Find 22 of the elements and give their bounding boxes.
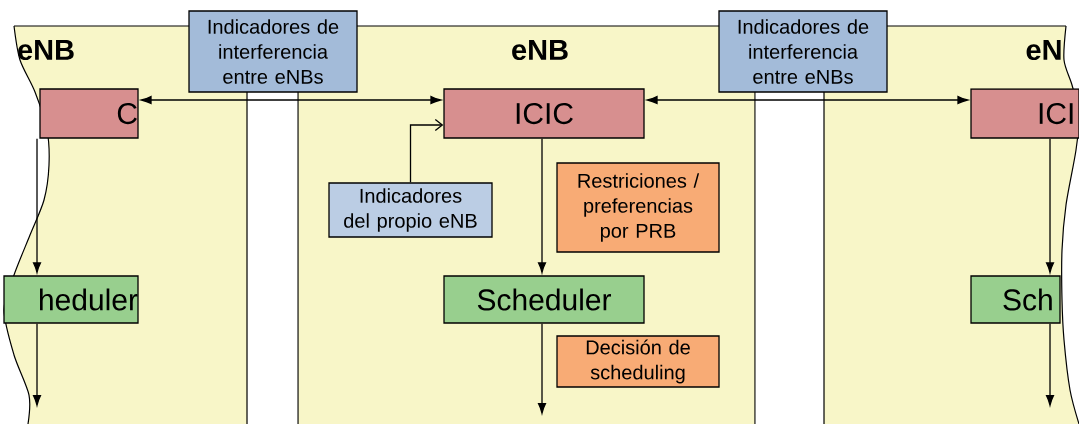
arrow [1045,138,1055,274]
icic-box: C [39,88,139,139]
constraint-box: Restriciones / preferencias por PRB [556,162,720,253]
panel-heading: eN [1026,39,1061,61]
arrow [646,95,969,105]
arrow [537,323,547,414]
arrow [537,138,547,274]
icic-box: ICI [970,88,1079,139]
indicator-box: Indicadores del propio eNB [328,182,493,238]
scheduler-box: Sch [970,275,1061,324]
arrow [409,118,444,183]
arrow [1045,323,1055,406]
indicator-box: Indicadores de interferencia entre eNBs [188,10,358,93]
arrow [32,323,42,406]
decision-box: Decisión de scheduling [556,335,720,388]
panel-heading: eNB [18,39,74,61]
scheduler-box: Scheduler [443,275,645,324]
panel-heading: eNB [512,39,568,61]
icic-box: ICIC [443,88,645,139]
arrow [32,138,42,274]
indicator-box: Indicadores de interferencia entre eNBs [718,10,888,93]
arrow [140,95,442,105]
